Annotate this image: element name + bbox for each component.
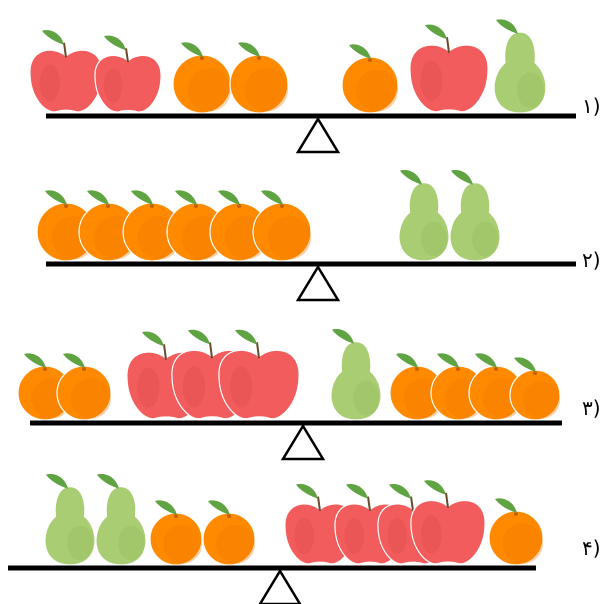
apple-icon xyxy=(94,35,162,113)
orange-icon xyxy=(252,190,312,262)
apple-icon xyxy=(410,480,486,565)
pear-icon xyxy=(44,474,96,566)
row-label-4: (۴ xyxy=(582,536,601,560)
pear-icon xyxy=(493,19,547,114)
apple-icon xyxy=(29,30,103,113)
pear-icon xyxy=(330,329,382,421)
pear-icon xyxy=(95,474,147,566)
orange-icon xyxy=(488,498,544,566)
orange-icon xyxy=(172,42,232,114)
fulcrum-triangle-icon xyxy=(280,423,326,461)
orange-icon xyxy=(56,353,112,421)
orange-icon xyxy=(341,44,399,114)
orange-icon xyxy=(149,500,203,566)
row-label-1: (۱ xyxy=(582,94,601,118)
pear-icon xyxy=(449,170,501,262)
pear-icon xyxy=(398,170,450,262)
apple-icon xyxy=(218,329,300,420)
fulcrum-triangle-icon xyxy=(295,116,341,154)
orange-icon xyxy=(509,357,561,421)
fulcrum-triangle-icon xyxy=(258,568,302,604)
apple-icon xyxy=(409,24,489,113)
row-label-2: (۲ xyxy=(582,248,601,272)
orange-icon xyxy=(229,42,289,114)
fulcrum-triangle-icon xyxy=(295,264,341,302)
row-label-3: (۳ xyxy=(582,396,601,420)
orange-icon xyxy=(202,500,256,566)
